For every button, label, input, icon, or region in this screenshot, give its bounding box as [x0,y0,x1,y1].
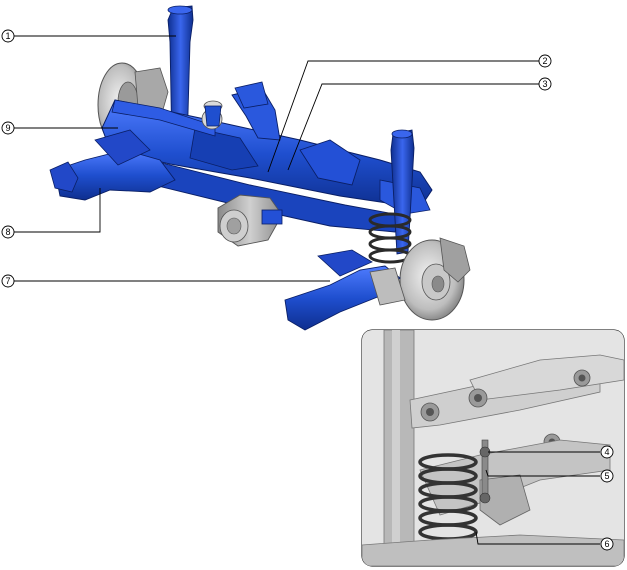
callout-7: 7 [1,274,330,288]
callout-3: 3 [287,77,552,171]
upper-mount-left [203,100,223,127]
callout-4: 4 [488,445,614,459]
left-knuckle [49,161,79,193]
callout-7-label: 7 [5,276,10,286]
callout-6: 6 [475,531,614,551]
callout-8-label: 8 [5,227,10,237]
callout-9-label: 9 [5,123,10,133]
callout-5: 5 [485,469,614,483]
callout-9: 9 [1,121,118,135]
callout-4-label: 4 [604,447,609,457]
suspension-assembly [49,5,471,331]
callout-2: 2 [267,54,552,173]
callout-6-label: 6 [604,539,609,549]
callout-8: 8 [1,188,101,239]
left-lower-arm [54,129,176,201]
callout-1-label: 1 [5,31,10,41]
right-upper-bracket [234,81,269,109]
callout-2-label: 2 [542,56,547,66]
callout-3-label: 3 [542,79,547,89]
callout-1: 1 [1,29,176,43]
callout-5-label: 5 [604,471,609,481]
differential-housing [217,194,283,247]
right-lower-arm [284,249,406,331]
inset-detail: 4 5 6 [361,329,625,567]
right-brake-disc [399,237,471,321]
